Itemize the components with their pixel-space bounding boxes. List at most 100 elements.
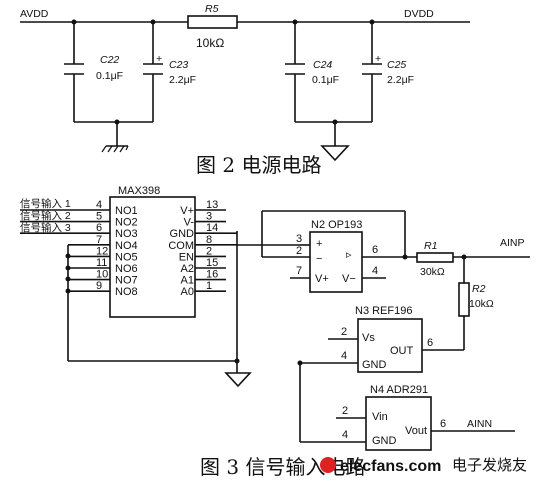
r5-resistor bbox=[187, 15, 238, 29]
mux-right-pin-label: V- bbox=[184, 217, 195, 229]
ground-symbol bbox=[101, 145, 129, 153]
mux-left-pin-num: 10 bbox=[96, 269, 108, 281]
junction-dot bbox=[402, 254, 408, 260]
avdd-label: AVDD bbox=[20, 8, 49, 20]
junction-dot bbox=[292, 19, 298, 25]
junction-dot bbox=[369, 19, 375, 25]
mux-right-pin-label: GND bbox=[170, 228, 195, 240]
mux-right-pin-label: EN bbox=[179, 251, 194, 263]
mux-left-pin-label: NO6 bbox=[115, 263, 138, 275]
mux-left-pin-num: 12 bbox=[96, 245, 108, 257]
mux-right-pin-num: 3 bbox=[206, 211, 212, 223]
ref-n3-ref196 bbox=[357, 318, 423, 373]
r1-ref: R1 bbox=[424, 240, 437, 252]
mux-left-pin-label: NO4 bbox=[115, 240, 138, 252]
mux-left-pin-label: NO1 bbox=[115, 205, 138, 217]
r1-value: 30kΩ bbox=[420, 266, 445, 278]
dvdd-label: DVDD bbox=[404, 8, 434, 20]
n4-pin-2: 2 bbox=[342, 405, 348, 417]
opamp-pin-6: 6 bbox=[372, 244, 378, 256]
r2-ref: R2 bbox=[472, 283, 486, 295]
junction-dot bbox=[71, 19, 77, 25]
mux-right-pin-label: A2 bbox=[181, 263, 194, 275]
n3-vs: Vs bbox=[362, 332, 375, 344]
mux-left-pin-num: 7 bbox=[96, 234, 102, 246]
watermark-cn: 电子发烧友 bbox=[452, 456, 527, 474]
junction-dot bbox=[65, 265, 71, 271]
mux-max398 bbox=[109, 196, 196, 318]
fig3-caption: 图 3 信号输入电路 bbox=[200, 455, 365, 479]
n4-name: N4 ADR291 bbox=[370, 384, 428, 396]
ainp-label: AINP bbox=[500, 237, 525, 249]
opamp-pin-2: 2 bbox=[296, 245, 302, 257]
opamp-vp: V+ bbox=[315, 273, 329, 285]
ainn-label: AINN bbox=[467, 418, 492, 430]
mux-right-pin-num: 1 bbox=[206, 280, 212, 292]
power-circuit: AVDD DVDD R5 10kΩ C22 0.1μF + C23 2.2μF bbox=[20, 3, 470, 177]
c25-ref: C25 bbox=[387, 59, 406, 71]
c23-ref: C23 bbox=[169, 59, 188, 71]
mux-right-pin-label: COM bbox=[168, 240, 194, 252]
opamp-pin-3: 3 bbox=[296, 233, 302, 245]
opamp-pin-7: 7 bbox=[296, 265, 302, 277]
opamp-pin-4: 4 bbox=[372, 265, 378, 277]
n3-pin-6: 6 bbox=[427, 337, 433, 349]
n3-pin-2: 2 bbox=[341, 326, 347, 338]
signal-input-3: 信号输入 3 bbox=[20, 221, 71, 234]
signal-input-1: 信号输入 1 bbox=[20, 197, 71, 210]
mux-left-pin-num: 11 bbox=[96, 257, 107, 269]
c23-value: 2.2μF bbox=[169, 74, 196, 86]
c24-value: 0.1μF bbox=[312, 74, 339, 86]
watermark-brand: elecfans.com bbox=[340, 458, 441, 475]
n3-out: OUT bbox=[390, 345, 414, 357]
opamp-op193 bbox=[309, 231, 363, 293]
watermark-logo: elecfans.com 电子发烧友 bbox=[320, 456, 527, 475]
opamp-plus: + bbox=[316, 238, 322, 250]
c24-ref: C24 bbox=[313, 59, 332, 71]
r5-ref: R5 bbox=[205, 3, 219, 15]
r1-resistor bbox=[416, 252, 454, 263]
mux-left-pin-label: NO5 bbox=[115, 251, 138, 263]
mux-name: MAX398 bbox=[118, 185, 160, 197]
mux-right-pin-num: 8 bbox=[206, 234, 212, 246]
c25-plus: + bbox=[375, 53, 381, 65]
n4-pin-6: 6 bbox=[440, 418, 446, 430]
mux-left-pin-num: 4 bbox=[96, 199, 102, 211]
mux-right-pin-num: 16 bbox=[206, 269, 218, 281]
mux-left-pin-label: NO8 bbox=[115, 286, 138, 298]
mux-left-pin-num: 6 bbox=[96, 222, 102, 234]
junction-dot bbox=[332, 119, 338, 125]
ref-n4-adr291 bbox=[365, 396, 432, 451]
junction-dot bbox=[150, 19, 156, 25]
opamp-vm: V− bbox=[342, 273, 356, 285]
mux-left-pin-label: NO2 bbox=[115, 217, 138, 229]
mux-right-pin-label: V+ bbox=[180, 205, 194, 217]
c25-value: 2.2μF bbox=[387, 74, 414, 86]
r2-value: 10kΩ bbox=[469, 298, 494, 310]
c23-plus: + bbox=[156, 53, 162, 65]
opamp-minus: − bbox=[316, 253, 322, 265]
mux-right-pin-label: A1 bbox=[181, 275, 194, 287]
junction-dot bbox=[114, 119, 120, 125]
n3-pin-4: 4 bbox=[341, 350, 347, 362]
n3-gnd: GND bbox=[362, 359, 387, 371]
mux-left-pin-label: NO3 bbox=[115, 228, 138, 240]
opamp-name: N2 OP193 bbox=[311, 219, 362, 231]
opamp-triangle-icon: ▹ bbox=[346, 249, 352, 261]
mux-left-pin-num: 9 bbox=[96, 280, 102, 292]
ground-symbol bbox=[320, 145, 350, 162]
mux-right-pin-label: A0 bbox=[181, 286, 194, 298]
junction-dot bbox=[65, 253, 71, 259]
junction-dot bbox=[65, 288, 71, 294]
mux-left-pin-label: NO7 bbox=[115, 275, 138, 287]
mux-left-pin-num: 5 bbox=[96, 211, 102, 223]
n4-pin-4: 4 bbox=[342, 429, 348, 441]
signal-input-2: 信号输入 2 bbox=[20, 209, 71, 222]
n3-name: N3 REF196 bbox=[355, 305, 412, 317]
mux-right-pin-num: 15 bbox=[206, 257, 218, 269]
n4-vout: Vout bbox=[405, 425, 427, 437]
c22-ref: C22 bbox=[100, 54, 119, 66]
